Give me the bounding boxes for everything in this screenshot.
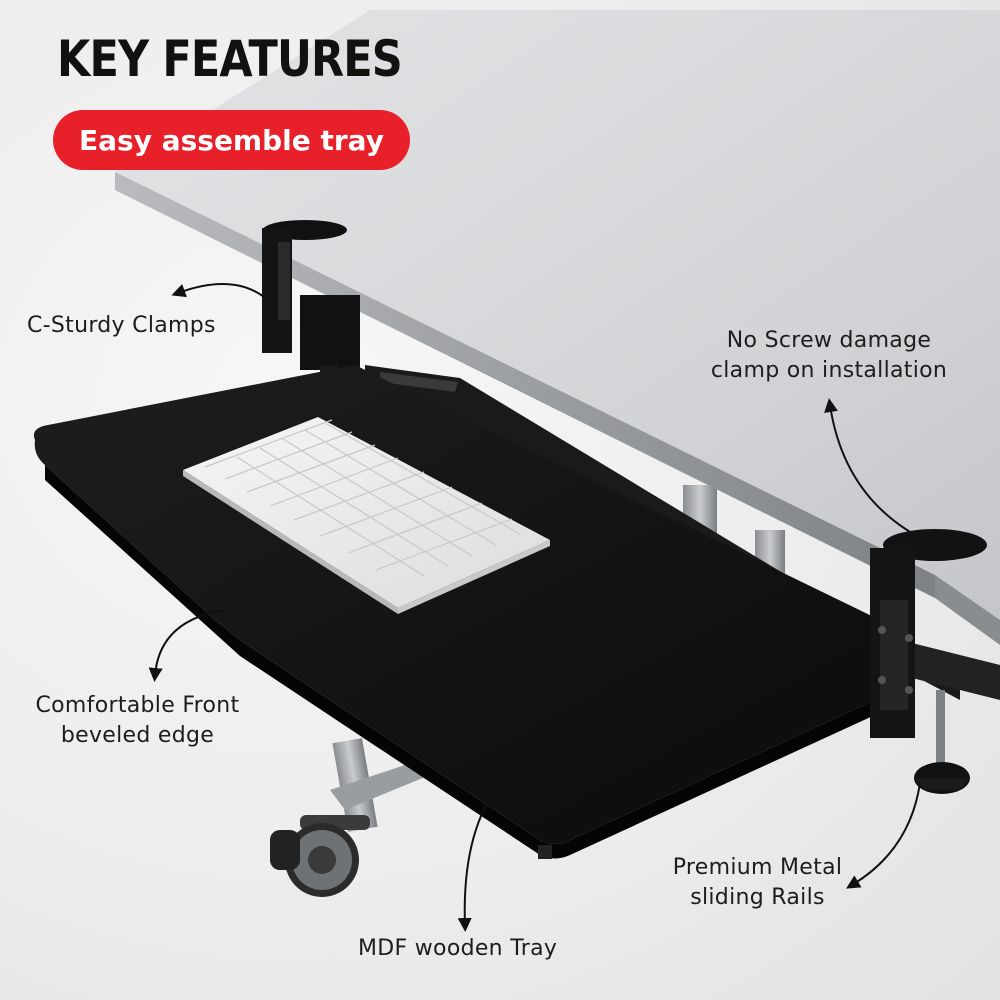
arrow-front-edge <box>148 609 226 682</box>
callout-arrows <box>148 283 936 932</box>
page-title: KEY FEATURES <box>57 30 403 88</box>
arrow-tray <box>457 744 546 932</box>
keyboard <box>183 417 550 614</box>
callout-front-edge-line1: Comfortable Front <box>35 693 240 718</box>
callout-front-edge-line2: beveled edge <box>60 723 215 748</box>
caster-wheel <box>270 815 370 897</box>
left-clamp <box>262 220 360 390</box>
callout-clamps-label: C-Sturdy Clamps <box>27 311 216 341</box>
callout-front-edge-label: Comfortable Front beveled edge <box>15 691 260 751</box>
arrow-rails <box>846 782 921 889</box>
callout-tray-line1: MDF wooden Tray <box>358 936 558 961</box>
arrow-no-screw <box>824 398 936 546</box>
callout-clamps-line1: C-Sturdy Clamps <box>27 313 216 338</box>
callout-rails-line1: Premium Metal <box>672 855 843 880</box>
callout-rails-label: Premium Metal sliding Rails <box>650 853 865 913</box>
callout-no-screw-line1: No Screw damage <box>726 328 932 353</box>
feature-badge: Easy assemble tray <box>53 110 410 170</box>
right-clamp <box>870 529 987 794</box>
callout-rails-line2: sliding Rails <box>690 885 825 910</box>
callout-no-screw-label: No Screw damage clamp on installation <box>688 326 970 386</box>
callout-tray-label: MDF wooden Tray <box>358 934 557 964</box>
arrow-clamps <box>171 283 269 301</box>
callout-no-screw-line2: clamp on installation <box>710 358 948 383</box>
